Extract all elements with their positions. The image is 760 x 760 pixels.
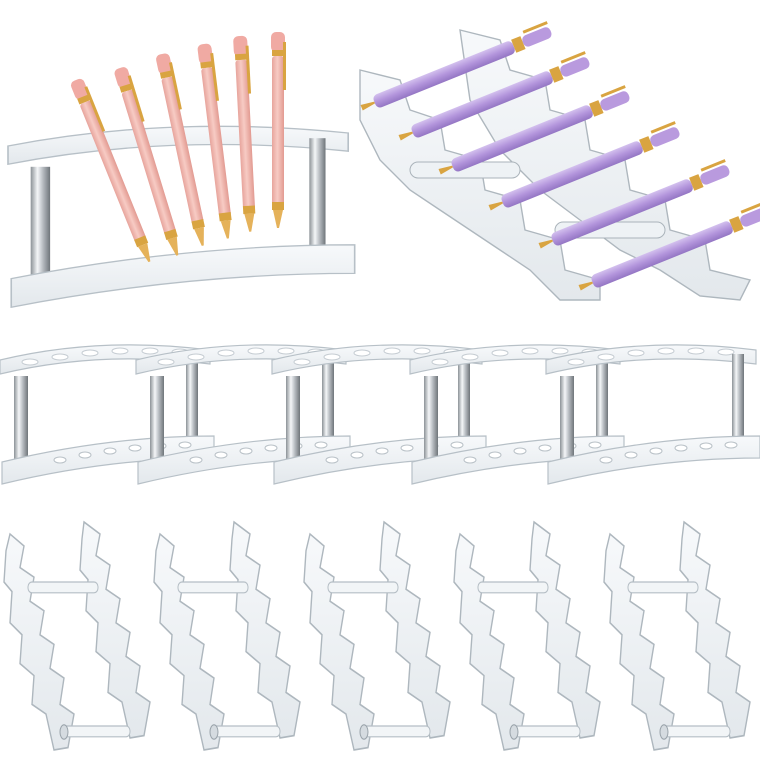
side-stand bbox=[3, 521, 151, 751]
stand-with-purple-pens bbox=[357, 21, 760, 301]
side-stand bbox=[153, 521, 301, 751]
side-stand bbox=[453, 521, 601, 751]
empty-arch-stands-row bbox=[0, 344, 760, 485]
pink-pen bbox=[271, 32, 286, 228]
arch-stand bbox=[545, 344, 760, 485]
side-stand bbox=[603, 521, 751, 751]
side-stand bbox=[303, 521, 451, 751]
stand-with-pink-pens bbox=[7, 32, 356, 309]
empty-side-stands-row bbox=[3, 521, 751, 751]
pink-pen bbox=[69, 77, 157, 265]
